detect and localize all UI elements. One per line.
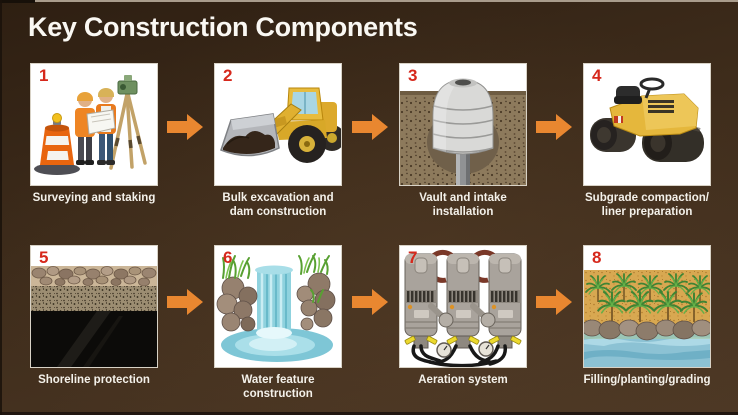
step-caption-line: Surveying and staking bbox=[32, 192, 156, 204]
step-caption-line: Shoreline protection bbox=[38, 374, 150, 386]
step-1-image-box: 1 bbox=[30, 63, 158, 186]
step-6-caption: Water feature construction bbox=[188, 373, 368, 401]
step-6-image-box: 6 bbox=[214, 245, 342, 368]
step-caption-line: Bulk excavation and bbox=[222, 192, 334, 204]
arrow-shape bbox=[536, 289, 572, 315]
step-4-number: 4 bbox=[592, 66, 602, 85]
waterfall-illustration bbox=[216, 253, 336, 362]
step-2-cell: 2 Bulk excavation and dam construction bbox=[214, 63, 342, 218]
arrow-shape bbox=[352, 289, 388, 315]
frame-bottom-edge bbox=[0, 412, 738, 415]
arrow-shape bbox=[167, 114, 203, 140]
step-2-image-box: 2 bbox=[214, 63, 342, 186]
vault-intake-illustration bbox=[400, 78, 526, 185]
step-6-cell: 6 bbox=[214, 245, 342, 400]
step-5-number: 5 bbox=[39, 248, 49, 267]
arrow-icon bbox=[536, 289, 572, 315]
step-1-number: 1 bbox=[39, 66, 49, 85]
aeration-system-illustration bbox=[404, 249, 522, 367]
step-8-number: 8 bbox=[592, 248, 602, 267]
step-5-image-box: 5 bbox=[30, 245, 158, 368]
wheel-loader-illustration bbox=[220, 87, 341, 163]
step-1-cell: 1 bbox=[30, 63, 158, 204]
arrow-icon bbox=[167, 114, 203, 140]
step-caption-line: liner preparation bbox=[601, 206, 693, 218]
step-7-caption: Aeration system bbox=[373, 373, 553, 387]
shoreline-layers-illustration bbox=[31, 266, 157, 367]
step-7-image-box: 7 bbox=[399, 245, 527, 368]
surveying-illustration bbox=[34, 75, 147, 175]
step-6-number: 6 bbox=[223, 248, 233, 267]
step-2-caption: Bulk excavation and dam construction bbox=[188, 191, 368, 219]
frame-top-corner bbox=[0, 0, 35, 3]
frame-top-edge bbox=[35, 0, 738, 2]
step-3-cell: 3 Vault and intake installat bbox=[399, 63, 527, 218]
step-7-cell: 7 bbox=[399, 245, 527, 386]
step-caption-line: Aeration system bbox=[418, 374, 508, 386]
step-3-number: 3 bbox=[408, 66, 418, 85]
step-caption-line: Water feature bbox=[241, 374, 315, 386]
arrow-shape bbox=[352, 114, 388, 140]
step-caption-line: construction bbox=[243, 388, 313, 400]
step-8-cell: 8 bbox=[583, 245, 711, 386]
frame-left-edge bbox=[0, 0, 2, 415]
arrow-icon bbox=[352, 114, 388, 140]
arrow-icon bbox=[352, 289, 388, 315]
arrow-icon bbox=[167, 289, 203, 315]
step-8-image-box: 8 bbox=[583, 245, 711, 368]
step-5-cell: 5 bbox=[30, 245, 158, 386]
step-caption-line: Filling/planting/grading bbox=[583, 374, 711, 386]
step-7-number: 7 bbox=[408, 248, 418, 267]
step-caption-line: Subgrade compaction/ bbox=[585, 192, 709, 204]
step-5-caption: Shoreline protection bbox=[4, 373, 184, 387]
arrow-shape bbox=[536, 114, 572, 140]
step-caption-line: Vault and intake bbox=[419, 192, 507, 204]
arrow-shape bbox=[167, 289, 203, 315]
step-caption-line: installation bbox=[432, 206, 494, 218]
roller-compactor-illustration bbox=[590, 77, 704, 162]
step-2-number: 2 bbox=[223, 66, 233, 85]
step-caption-line: dam construction bbox=[229, 206, 327, 218]
step-4-cell: 4 Subgrade compaction/ liner preparation bbox=[583, 63, 711, 218]
step-4-image-box: 4 bbox=[583, 63, 711, 186]
step-3-caption: Vault and intake installation bbox=[373, 191, 553, 219]
arrow-icon bbox=[536, 114, 572, 140]
step-4-caption: Subgrade compaction/ liner preparation bbox=[557, 191, 737, 219]
step-8-caption: Filling/planting/grading bbox=[557, 373, 737, 387]
page-title: Key Construction Components bbox=[28, 12, 418, 42]
step-1-caption: Surveying and staking bbox=[4, 191, 184, 205]
planted-shoreline-illustration bbox=[584, 270, 710, 367]
step-3-image-box: 3 bbox=[399, 63, 527, 186]
